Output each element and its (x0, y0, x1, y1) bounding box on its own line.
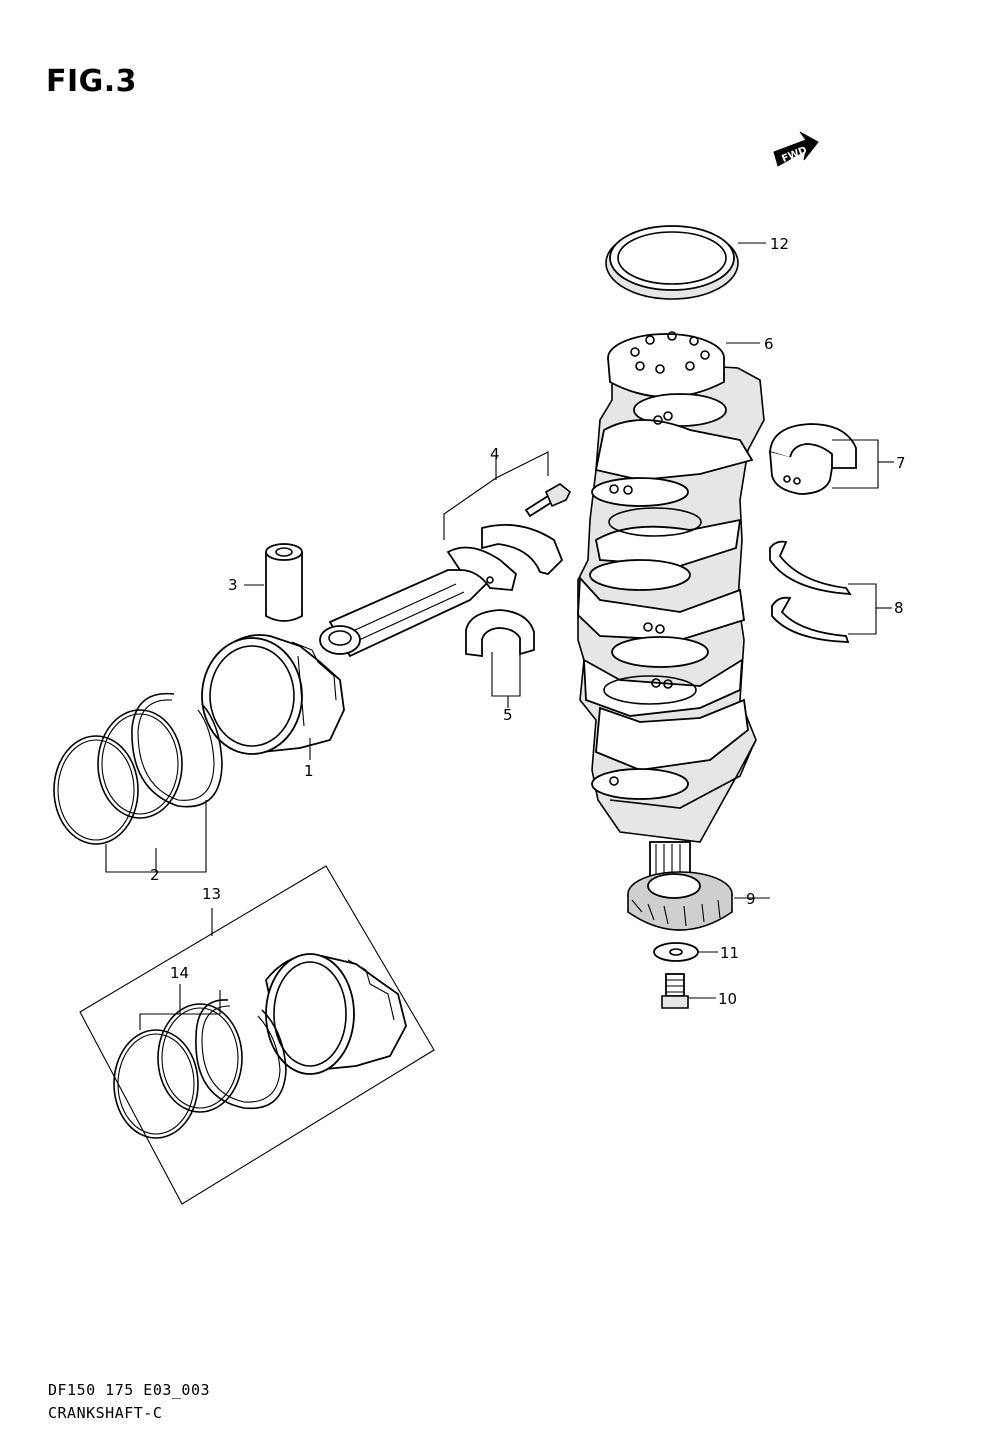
conrod-bearing-lower (465, 609, 535, 708)
connecting-rod (319, 546, 518, 658)
callout-6: 6 (764, 335, 774, 353)
callout-3: 3 (228, 576, 238, 594)
callout-1: 1 (304, 762, 314, 780)
callout-9: 9 (746, 890, 756, 908)
conrod-cap-and-bolt (443, 451, 572, 575)
callout-7: 7 (896, 454, 906, 472)
thrust-washers (769, 540, 892, 643)
callout-12: 12 (770, 235, 789, 253)
callout-11: 11 (720, 944, 739, 962)
fwd-arrow-icon: FWD (773, 131, 819, 167)
piston-set-box (79, 865, 435, 1205)
figure-title: FIG.3 (46, 64, 138, 99)
callout-10: 10 (718, 990, 737, 1008)
figure-code: DF150 175 E03_003 (48, 1381, 211, 1399)
callout-5: 5 (503, 706, 513, 724)
figure-name: CRANKSHAFT-C (48, 1404, 163, 1422)
callout-13: 13 (202, 885, 221, 903)
piston-set-rings (113, 984, 287, 1139)
callout-4: 4 (490, 445, 500, 463)
callout-8: 8 (894, 599, 904, 617)
gear-bolt (661, 973, 716, 1009)
crankshaft-timing-gear (627, 871, 770, 931)
crankshaft (577, 331, 765, 879)
crankshaft-bearing-upper (769, 423, 894, 495)
oil-seal-ring (605, 225, 766, 300)
callout-2: 2 (150, 866, 160, 884)
callout-14: 14 (170, 964, 189, 982)
piston-rings (53, 692, 223, 873)
washer (653, 942, 718, 962)
piston-set-piston (265, 953, 407, 1075)
piston (201, 634, 345, 760)
piston-pin (244, 543, 303, 622)
